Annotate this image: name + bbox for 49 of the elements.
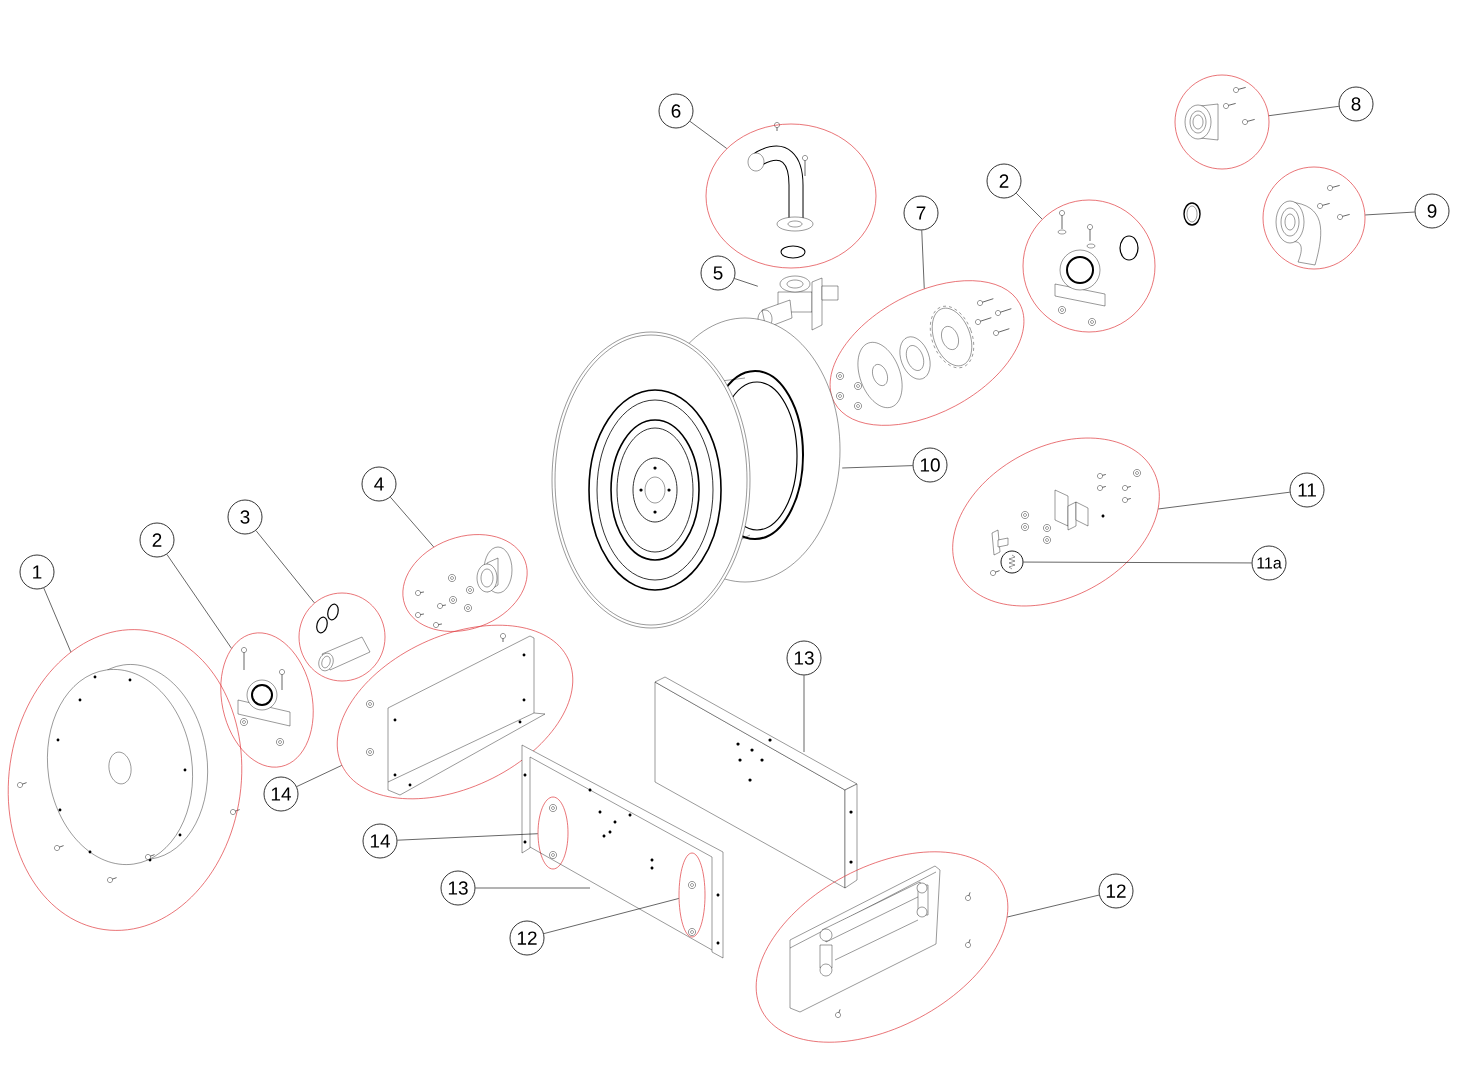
leader-line xyxy=(1007,894,1100,918)
leader-line xyxy=(43,587,72,653)
leader-line xyxy=(734,278,759,287)
leader-line xyxy=(921,230,925,289)
callout-number: 13 xyxy=(440,870,476,906)
callout-number: 14 xyxy=(263,776,299,812)
leader-line xyxy=(689,121,727,149)
leader-line xyxy=(1016,193,1043,220)
callout-number: 4 xyxy=(361,466,397,502)
callout-number: 13 xyxy=(786,640,822,676)
leader-line xyxy=(841,465,913,469)
part-circle xyxy=(1000,550,1024,574)
leader-line xyxy=(543,898,679,934)
hose-reel-drawing xyxy=(551,317,841,629)
swivel-joint-drawing xyxy=(757,275,839,331)
callout-ellipse xyxy=(537,796,569,870)
callout-number: 11 xyxy=(1289,472,1325,508)
callout-number: 2 xyxy=(986,163,1022,199)
callout-ellipse xyxy=(1174,74,1270,170)
leader-line xyxy=(1364,211,1415,216)
callout-number: 11a xyxy=(1251,545,1287,581)
callout-number: 9 xyxy=(1414,193,1450,229)
callout-number: 10 xyxy=(912,447,948,483)
callout-number: 12 xyxy=(509,920,545,956)
callout-ellipse xyxy=(1262,166,1366,270)
leader-line xyxy=(397,833,538,841)
callout-number: 12 xyxy=(1098,873,1134,909)
callout-number: 1 xyxy=(19,554,55,590)
callout-ellipse xyxy=(8,629,243,931)
callout-number: 3 xyxy=(227,499,263,535)
rear-panel-drawing xyxy=(654,676,858,889)
leader-line xyxy=(803,675,805,753)
leader-line xyxy=(166,554,232,649)
leader-line xyxy=(296,765,342,787)
callout-number: 8 xyxy=(1338,86,1374,122)
leader-line xyxy=(390,496,434,548)
callout-number: 7 xyxy=(903,195,939,231)
callout-ellipse xyxy=(1022,199,1156,333)
leader-line xyxy=(1268,106,1340,116)
leader-line xyxy=(475,887,591,889)
leader-line xyxy=(255,530,315,604)
callout-ellipse xyxy=(678,852,706,938)
callout-number: 2 xyxy=(139,522,175,558)
callout-number: 5 xyxy=(700,255,736,291)
leader-line xyxy=(1023,561,1252,564)
callout-ellipse xyxy=(298,592,386,682)
callout-number: 6 xyxy=(658,93,694,129)
callout-number: 14 xyxy=(362,823,398,859)
leader-line xyxy=(1158,491,1291,510)
